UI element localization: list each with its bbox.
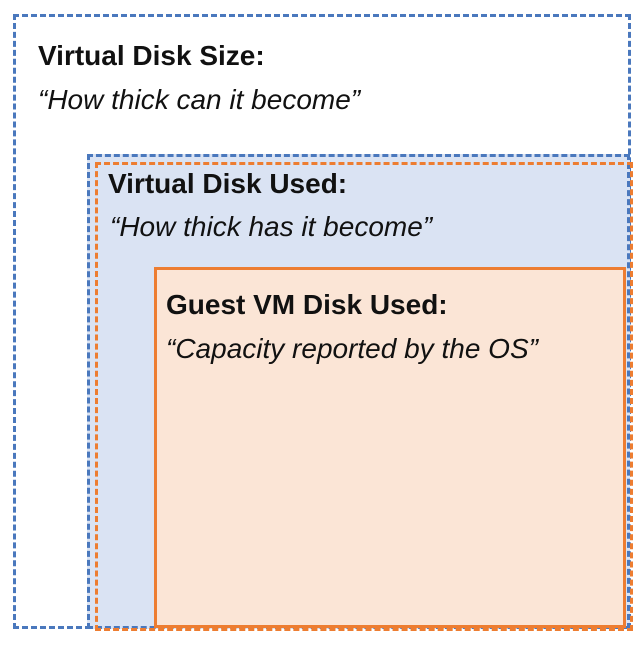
virtual-disk-used-title: Virtual Disk Used: xyxy=(108,168,348,199)
virtual-disk-used-dashed-outline xyxy=(95,162,633,631)
guest-vm-disk-used-subtitle: “Capacity reported by the OS” xyxy=(166,333,538,364)
virtual-disk-size-subtitle: “How thick can it become” xyxy=(38,84,361,115)
guest-vm-disk-used-title: Guest VM Disk Used: xyxy=(166,289,448,320)
virtual-disk-used-subtitle: “How thick has it become” xyxy=(110,211,433,242)
guest-vm-disk-used-box xyxy=(154,267,626,628)
virtual-disk-size-title: Virtual Disk Size: xyxy=(38,40,265,71)
